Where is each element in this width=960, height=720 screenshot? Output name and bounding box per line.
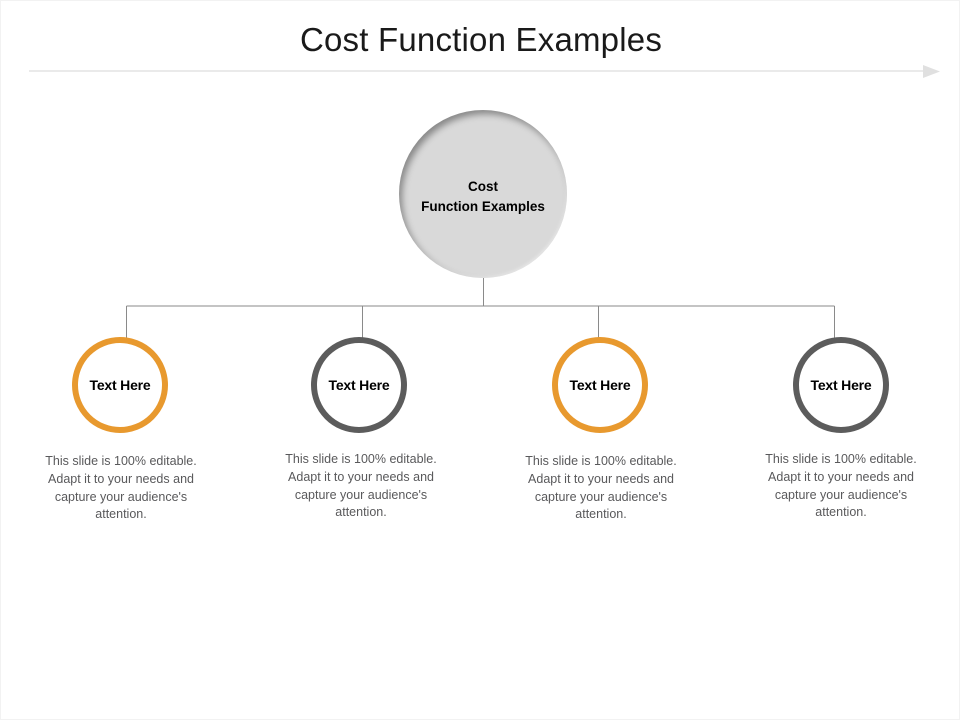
- connector-tree: [126, 278, 835, 342]
- leaf-ring-2[interactable]: Text Here: [311, 337, 407, 433]
- leaf-ring-1[interactable]: Text Here: [72, 337, 168, 433]
- leaf-node-1: Text Here This slide is 100% editable. A…: [1, 337, 241, 567]
- leaf-node-3: Text Here This slide is 100% editable. A…: [481, 337, 721, 567]
- leaf-body-text-3: This slide is 100% editable. Adapt it to…: [525, 454, 677, 522]
- leaf-body-text-2: This slide is 100% editable. Adapt it to…: [285, 452, 437, 520]
- leaf-node-list: Text Here This slide is 100% editable. A…: [1, 337, 960, 567]
- leaf-ring-4[interactable]: Text Here: [793, 337, 889, 433]
- leaf-ring-3[interactable]: Text Here: [552, 337, 648, 433]
- leaf-ring-label-1: Text Here: [89, 377, 151, 393]
- leaf-node-4: Text Here This slide is 100% editable. A…: [721, 337, 960, 567]
- central-node-cost-function-examples[interactable]: Cost Function Examples: [399, 110, 567, 278]
- central-node-label-line2: Function Examples: [421, 199, 545, 214]
- central-node-label-line1: Cost: [468, 179, 498, 195]
- leaf-body-text-4: This slide is 100% editable. Adapt it to…: [765, 452, 917, 520]
- central-node-label: Cost Function Examples: [421, 171, 545, 216]
- page-title: Cost Function Examples: [299, 21, 663, 58]
- leaf-ring-label-3: Text Here: [569, 377, 631, 393]
- leaf-ring-label-2: Text Here: [328, 377, 390, 393]
- arrow-right-icon: [923, 65, 940, 78]
- leaf-body-text-1: This slide is 100% editable. Adapt it to…: [45, 454, 197, 522]
- leaf-node-2: Text Here This slide is 100% editable. A…: [241, 337, 481, 567]
- leaf-ring-label-4: Text Here: [810, 377, 872, 393]
- title-divider-rule: [29, 65, 940, 78]
